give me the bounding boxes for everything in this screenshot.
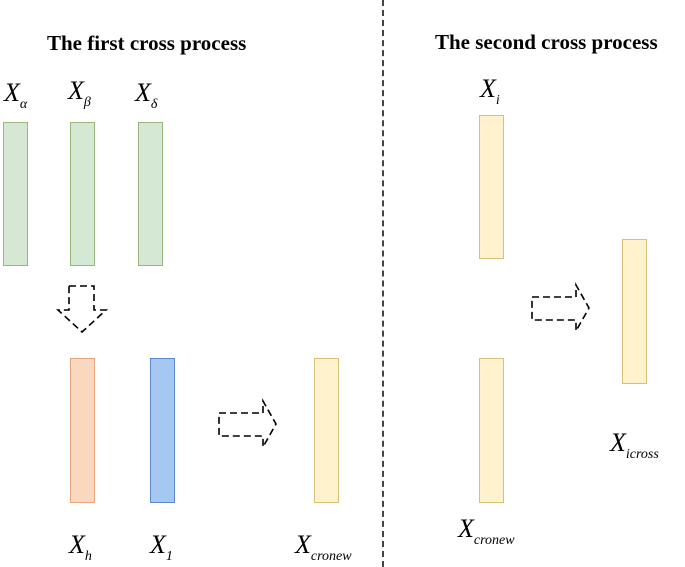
right-arrow-icon: [531, 281, 590, 335]
right-arrow-icon: [218, 397, 277, 451]
label-x-i: Xi: [480, 74, 500, 108]
vector-x-h: [70, 358, 95, 503]
vector-x-beta: [70, 122, 95, 266]
vector-x-i: [479, 115, 504, 259]
down-arrow-icon: [55, 285, 109, 334]
label-x-cronew-second: Xcronew: [458, 514, 515, 548]
label-x-alpha: Xα: [4, 78, 28, 112]
label-x-cronew-first: Xcronew: [295, 530, 352, 564]
section-divider: [382, 0, 384, 567]
vector-x-delta: [138, 122, 163, 266]
label-x-delta: Xδ: [135, 78, 158, 112]
label-x-beta: Xβ: [68, 76, 91, 110]
first-cross-process-title: The first cross process: [47, 31, 247, 55]
vector-x-alpha: [3, 122, 28, 266]
second-cross-process-title: The second cross process: [435, 30, 658, 54]
vector-x-cronew-first: [314, 358, 339, 503]
vector-x-1: [150, 358, 175, 503]
label-x-1: X1: [150, 530, 173, 564]
vector-x-icross: [622, 239, 647, 384]
label-x-icross: Xicross: [610, 428, 659, 462]
vector-x-cronew-second: [479, 358, 504, 503]
label-x-h: Xh: [69, 530, 92, 564]
